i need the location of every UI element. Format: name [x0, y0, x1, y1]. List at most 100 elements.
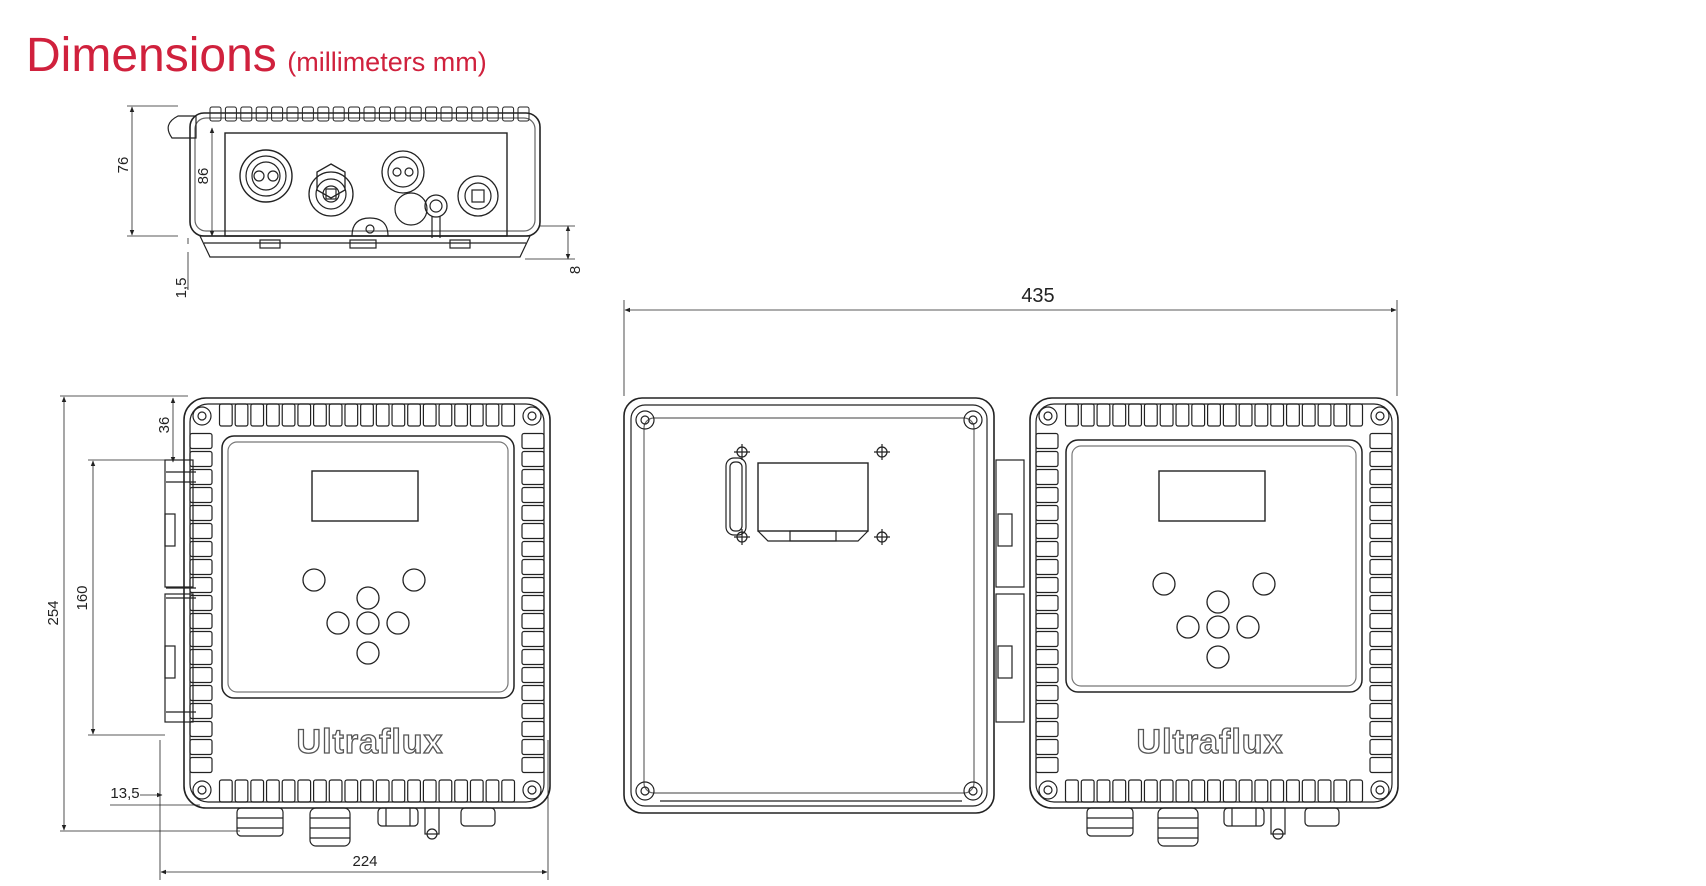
- cable-gland: [309, 807, 351, 847]
- cooling-fin: [1369, 648, 1393, 666]
- cooling-fin: [1035, 468, 1059, 486]
- cooling-fin: [521, 576, 545, 594]
- corner-screw: [1038, 406, 1058, 426]
- cooling-fin: [1369, 486, 1393, 504]
- cooling-fin: [521, 756, 545, 774]
- keypad-button: [356, 611, 380, 635]
- cooling-fin: [1369, 702, 1393, 720]
- cable-gland-4: [424, 194, 448, 238]
- dim-side-inner-height: 86: [195, 168, 212, 185]
- cooling-fin: [1191, 779, 1206, 803]
- hinge: [995, 459, 1025, 723]
- cooling-fin: [255, 106, 268, 122]
- cooling-fin: [1349, 779, 1364, 803]
- cooling-fin: [469, 779, 484, 803]
- cooling-fin: [394, 106, 407, 122]
- door-screw-hole: [968, 415, 978, 425]
- cooling-fin: [265, 779, 280, 803]
- dim-total-height: 254: [45, 600, 62, 625]
- cooling-fin: [1035, 756, 1059, 774]
- dim-top-offset: 36: [156, 417, 173, 434]
- cooling-fin: [1159, 403, 1174, 427]
- cooling-fin: [454, 403, 469, 427]
- cooling-fin: [1128, 403, 1143, 427]
- cooling-fin: [502, 106, 515, 122]
- corner-screw: [522, 406, 542, 426]
- cooling-fin: [521, 684, 545, 702]
- cooling-fin: [1238, 779, 1253, 803]
- cooling-fin: [234, 403, 249, 427]
- cooling-fin: [1369, 540, 1393, 558]
- cooling-fin: [1369, 756, 1393, 774]
- cooling-fin: [471, 106, 484, 122]
- cooling-fin: [1080, 779, 1095, 803]
- keypad-button: [356, 641, 380, 665]
- cooling-fin: [1080, 403, 1095, 427]
- cooling-fin: [1285, 403, 1300, 427]
- cooling-fin: [1035, 486, 1059, 504]
- cooling-fin: [1349, 403, 1364, 427]
- cooling-fin: [189, 756, 213, 774]
- cooling-fin: [1035, 684, 1059, 702]
- cooling-fin: [1254, 403, 1269, 427]
- keypad-button: [1206, 615, 1230, 639]
- title-main: Dimensions: [26, 29, 277, 82]
- dim-side-height: 76: [115, 157, 132, 174]
- cooling-fin: [1222, 779, 1237, 803]
- cooling-fin: [1035, 630, 1059, 648]
- cooling-fin: [1035, 738, 1059, 756]
- cooling-fin: [378, 106, 391, 122]
- cooling-fin: [486, 106, 499, 122]
- cooling-fin: [363, 106, 376, 122]
- cooling-fin: [501, 779, 516, 803]
- cooling-fin: [250, 403, 265, 427]
- cooling-fin: [1270, 779, 1285, 803]
- cooling-fin: [521, 450, 545, 468]
- cooling-fin: [218, 779, 233, 803]
- cooling-fin: [1112, 779, 1127, 803]
- cooling-fin: [189, 540, 213, 558]
- cooling-fin: [1035, 522, 1059, 540]
- cooling-fin: [407, 779, 421, 803]
- cooling-fin: [438, 403, 453, 427]
- keypad-button: [356, 586, 380, 610]
- cooling-fin: [240, 106, 253, 122]
- cooling-fin: [360, 403, 374, 427]
- cooling-fin: [1270, 403, 1285, 427]
- cooling-fin: [189, 666, 213, 684]
- cooling-fin: [1369, 594, 1393, 612]
- front-view: Ultraflux: [60, 395, 551, 880]
- cooling-fin: [1333, 403, 1348, 427]
- cable-gland-3: [381, 150, 425, 194]
- corner-screw-hole: [1375, 785, 1385, 795]
- cooling-fin: [521, 468, 545, 486]
- cooling-fin: [328, 403, 343, 427]
- keypad-button: [402, 568, 426, 592]
- cooling-fin: [313, 779, 327, 803]
- cooling-fin: [189, 522, 213, 540]
- keypad-button: [326, 611, 350, 635]
- cooling-fin: [1369, 612, 1393, 630]
- keypad-button: [1206, 645, 1230, 669]
- cooling-fin: [313, 403, 327, 427]
- sensor-connector: [1270, 807, 1286, 835]
- cooling-fin: [1035, 450, 1059, 468]
- cooling-fin: [344, 403, 359, 427]
- cable-gland: [377, 807, 419, 827]
- corner-screw: [522, 780, 542, 800]
- cooling-fin: [440, 106, 453, 122]
- cooling-fin: [1369, 558, 1393, 576]
- corner-screw-hole: [197, 785, 207, 795]
- corner-screw-hole: [527, 411, 537, 421]
- cooling-fin: [1143, 403, 1158, 427]
- cooling-fin: [454, 779, 469, 803]
- cooling-fin: [1128, 779, 1143, 803]
- cooling-fin: [1285, 779, 1300, 803]
- cooling-fin: [189, 468, 213, 486]
- cooling-fin: [455, 106, 468, 122]
- cooling-fin: [1369, 684, 1393, 702]
- cooling-fin: [1369, 432, 1393, 450]
- cooling-fin: [189, 612, 213, 630]
- cooling-fin: [521, 738, 545, 756]
